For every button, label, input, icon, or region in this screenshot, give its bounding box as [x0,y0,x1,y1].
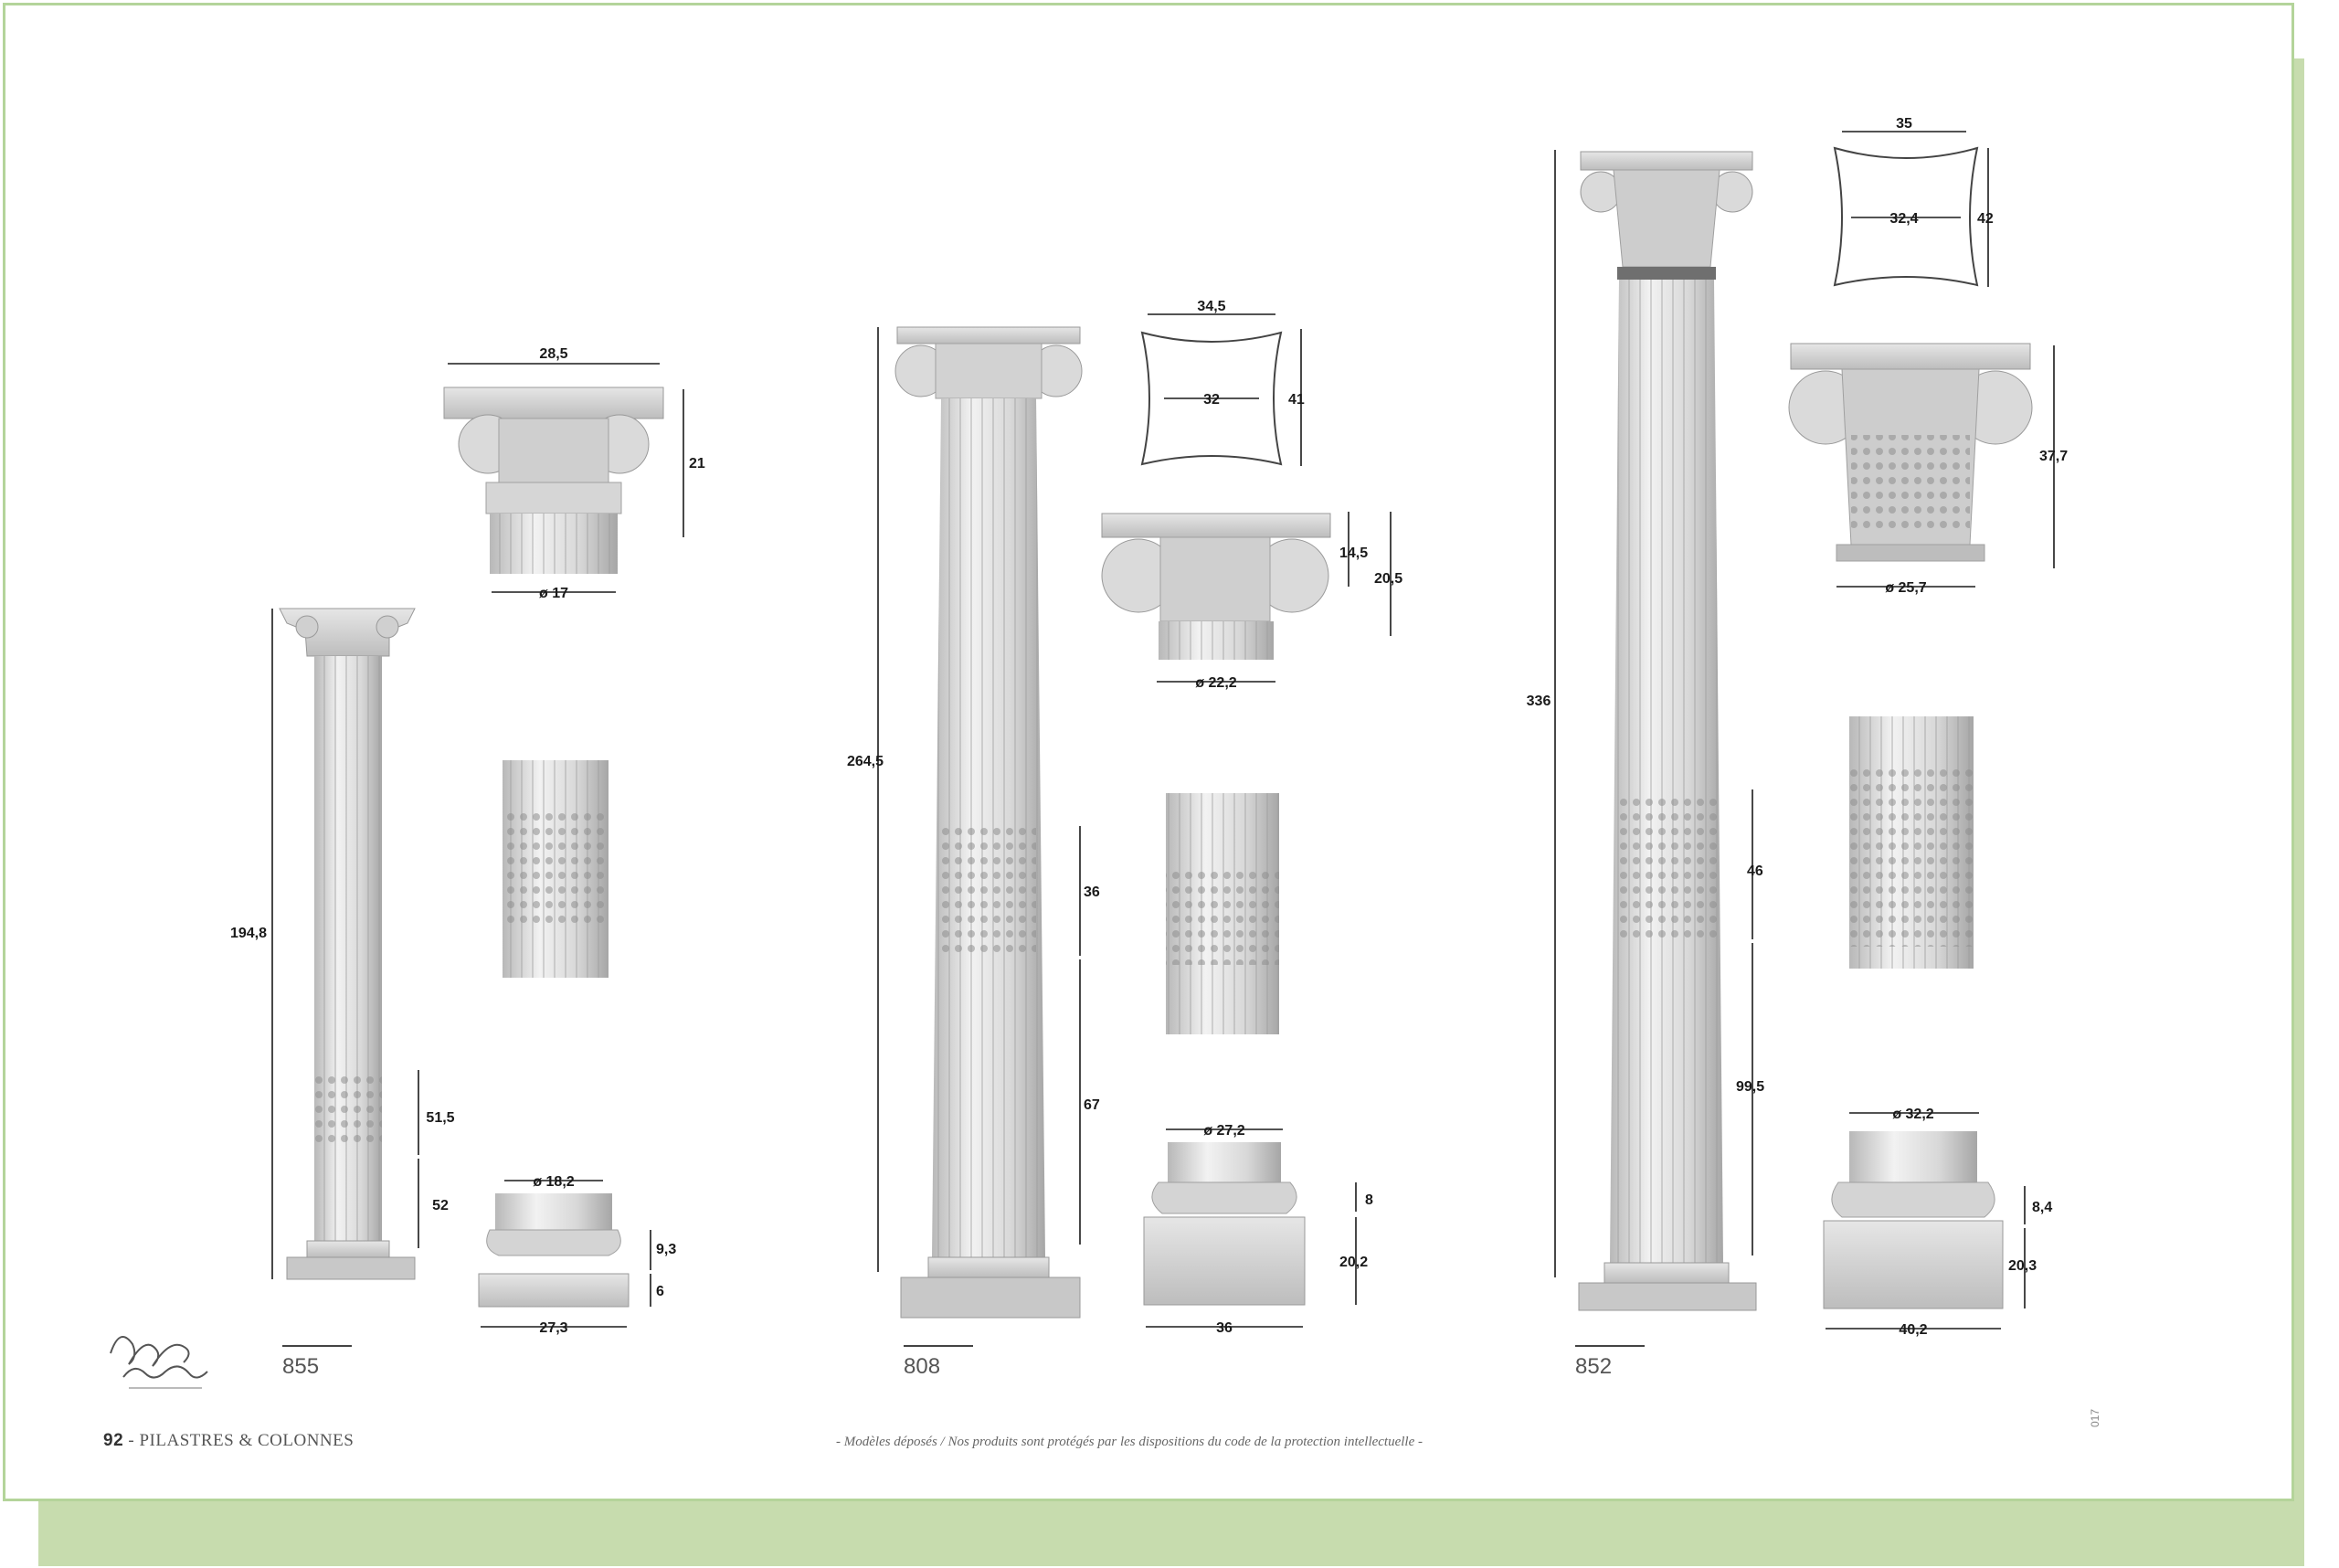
footer-section-title: 92 - PILASTRES & COLONNES [103,1431,355,1450]
column-852-band-label: 46 [1747,863,1763,879]
model-rule-855 [282,1345,352,1347]
column-855-capital-diam-label: ø 17 [539,586,568,601]
column-852-base-detail [1823,1131,2004,1309]
column-808-shaft-detail [1166,793,1279,1034]
column-852-abacus-detail [1833,146,1979,287]
column-855-base-diam-label: ø 18,2 [533,1174,574,1190]
column-808-height-dim: 264,5 [847,327,884,1272]
column-852-height-label: 336 [1527,694,1551,709]
column-852-abacus-inner-label: 32,4 [1889,211,1918,227]
column-855-base-detail [478,1193,630,1308]
column-808-base-dims: ø 27,2 8 20,2 36 [1146,1123,1373,1336]
column-855-height-dim: 194,8 [230,609,273,1279]
column-855-shaft-detail [503,760,609,978]
footer-legal-notice: - Modèles déposés / Nos produits sont pr… [836,1435,1423,1449]
column-855-base-dims: ø 18,2 9,3 6 27,3 [481,1174,676,1336]
footer-section-label: PILASTRES & COLONNES [139,1431,355,1450]
model-number-852: 852 [1575,1354,1613,1379]
column-855-base-width-label: 27,3 [539,1320,567,1336]
column-852-base-dims: ø 32,2 8,4 20,3 40,2 [1826,1107,2052,1338]
column-855-capital-height-label: 21 [689,456,705,471]
column-852-height-dim: 336 [1527,150,1556,1277]
column-808-abacus-depth-label: 41 [1288,392,1305,408]
column-808-capital-h1-label: 14,5 [1339,546,1368,561]
column-852: 336 46 99,5 35 32,4 42 [1527,116,2069,1338]
column-808-base-h1-label: 8 [1365,1192,1373,1208]
column-808-base-detail [1143,1142,1306,1306]
column-808-abacus-dims: 34,5 32 41 [1148,299,1305,466]
column-808-capital-detail [1101,513,1331,660]
column-808-base-diam-label: ø 27,2 [1203,1123,1244,1139]
catalog-page: 194,8 51,5 52 28,5 21 ø 17 [3,3,2294,1501]
column-852-base-width-label: 40,2 [1899,1322,1927,1338]
column-808-height-label: 264,5 [847,754,884,769]
column-808-abacus-width-label: 34,5 [1197,299,1225,314]
footer-page-number: 92 [103,1431,124,1450]
model-rule-852 [1575,1345,1645,1347]
footer-ref-code: 017 [2089,1408,2101,1427]
column-852-capital-height-label: 37,7 [2039,449,2068,464]
model-number-855: 855 [282,1354,320,1379]
column-808-band-label: 36 [1084,885,1100,900]
column-808-lower-label: 67 [1084,1097,1100,1113]
column-855-base-h2-label: 6 [656,1284,664,1299]
column-808-capital-diam-label: ø 22,2 [1195,675,1236,691]
column-855: 194,8 51,5 52 28,5 21 ø 17 [230,346,705,1336]
column-852-abacus-width-label: 35 [1896,116,1912,132]
column-852-base-diam-label: ø 32,2 [1892,1107,1933,1122]
column-855-capital-width-label: 28,5 [539,346,567,362]
column-855-capital-detail [443,387,664,574]
column-852-capital-detail [1788,343,2033,562]
column-808: 264,5 36 67 34,5 32 41 [847,299,1402,1336]
column-852-abacus-dims: 35 32,4 42 [1842,116,1994,287]
column-852-capital-dims: 37,7 ø 25,7 [1836,345,2068,596]
brand-signature-logo [110,1336,208,1389]
column-808-base-h2-label: 20,2 [1339,1255,1368,1270]
column-808-capital-h2-label: 20,5 [1374,571,1402,587]
column-852-band-dim: 46 99,5 [1736,789,1764,1255]
column-808-abacus-inner-label: 32 [1203,392,1220,408]
column-855-capital-dims: 28,5 21 ø 17 [448,346,705,601]
column-852-base-h1-label: 8,4 [2032,1200,2052,1215]
column-855-lower-label: 52 [432,1198,449,1213]
column-808-base-width-label: 36 [1216,1320,1233,1336]
model-rule-808 [904,1345,973,1347]
column-852-lower-label: 99,5 [1736,1079,1764,1095]
column-855-band-dim: 51,5 52 [418,1070,455,1248]
column-855-height-label: 194,8 [230,926,267,941]
column-852-base-h2-label: 20,3 [2008,1258,2037,1274]
column-808-abacus-detail [1140,331,1283,466]
column-852-capital-diam-label: ø 25,7 [1885,580,1926,596]
model-number-808: 808 [904,1354,941,1379]
column-852-abacus-depth-label: 42 [1977,211,1994,227]
drawing-sheet: 194,8 51,5 52 28,5 21 ø 17 [230,116,2069,1338]
column-808-band-dim: 36 67 [1079,826,1100,1245]
column-852-shaft-detail [1849,716,1974,969]
column-855-base-h1-label: 9,3 [656,1242,676,1257]
column-808-capital-dims: 14,5 20,5 ø 22,2 [1157,512,1402,691]
column-855-band-label: 51,5 [426,1110,454,1126]
